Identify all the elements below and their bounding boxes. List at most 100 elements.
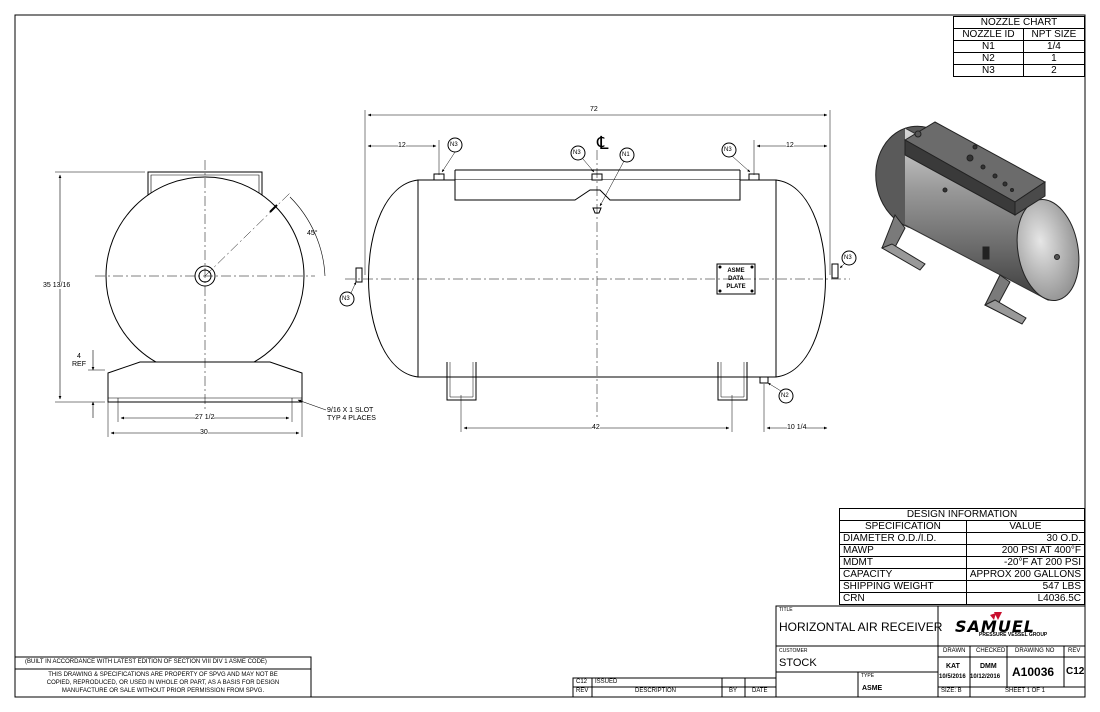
spec-label: DIAMETER O.D./I.D. [839, 532, 967, 545]
compressor-bracket [454, 180, 741, 201]
iso-asme-plate [982, 246, 990, 260]
revision-header-rev: REV [576, 688, 589, 694]
callout-n2: N2 [781, 393, 789, 399]
dim-right-offset: 12 [786, 142, 794, 149]
revision-rev: C12 [576, 679, 588, 685]
nozzle-n3-left [355, 267, 363, 283]
spec-value: 200 PSI AT 400°F [965, 544, 1086, 557]
spec-label: MDMT [839, 556, 967, 569]
callout-n3-b: N3 [573, 150, 581, 156]
dim-saddle-spacing: 42 [592, 424, 600, 431]
dim-angle: 45° [307, 230, 318, 237]
revision-header-by: BY [729, 688, 738, 694]
company-logo-text: SAMUEL [955, 617, 1035, 636]
dim-ref: 4 [77, 353, 81, 360]
type-value: ASME [862, 685, 883, 692]
side-view-right-head [775, 179, 826, 378]
spec-value: -20°F AT 200 PSI [965, 556, 1086, 569]
centerline-symbol: ℄ [597, 133, 609, 154]
callout-bubble-n3-b [570, 145, 586, 161]
dim-ref-label: REF [72, 361, 86, 368]
design-info-header-spec: SPECIFICATION [839, 520, 967, 533]
title-label: TITLE [779, 607, 793, 613]
samuel-logo-mark [990, 612, 1002, 620]
spec-label: CRN [839, 592, 967, 605]
nozzle-n1 [592, 207, 602, 214]
callout-bubble-n3-c [721, 142, 737, 158]
callout-bubble-n3-d [841, 250, 857, 266]
nozzle-chart-title: NOZZLE CHART [953, 16, 1085, 29]
asme-data-plate: ASME DATA PLATE [722, 267, 750, 291]
side-view-left-head [368, 179, 419, 378]
checked-label: CHECKED [976, 648, 1006, 654]
callout-bubble-n1 [619, 147, 635, 163]
design-information-table: DESIGN INFORMATION SPECIFICATION VALUE D… [839, 508, 1086, 605]
nozzle-chart-header-size: NPT SIZE [1022, 28, 1086, 41]
end-view [55, 160, 327, 437]
customer-value: STOCK [779, 657, 817, 669]
dim-slot-spacing: 27 1/2 [195, 414, 215, 421]
nozzle-row-id: N2 [953, 52, 1024, 65]
sheet-size: SIZE: B [941, 688, 962, 694]
flame-icon [994, 612, 1002, 620]
nozzle-row-size: 1 [1022, 52, 1086, 65]
side-view [339, 110, 857, 432]
checked-by: DMM [980, 663, 997, 670]
drawing-title: HORIZONTAL AIR RECEIVER [779, 620, 943, 634]
property-note-line: COPIED, REPRODUCED, OR USED IN WHOLE OR … [46, 680, 280, 686]
callout-n3-e: N3 [342, 296, 350, 302]
asme-plate-line: PLATE [726, 284, 746, 290]
design-info-title: DESIGN INFORMATION [839, 508, 1085, 521]
saddle-right [717, 362, 748, 401]
sheet-border [14, 14, 1086, 698]
dim-overall-length: 72 [590, 106, 598, 113]
revision-code: C12 [1066, 666, 1085, 677]
revision-header-description: DESCRIPTION [635, 688, 677, 694]
nozzle-row-id: N3 [953, 64, 1024, 77]
callout-n3-c: N3 [724, 147, 732, 153]
nozzle-row-id: N1 [953, 40, 1024, 53]
drawing-no-label: DRAWING NO [1015, 648, 1055, 654]
saddle-left [446, 362, 477, 401]
property-note-line: MANUFACTURE OR SALE WITHOUT PRIOR PERMIS… [61, 688, 265, 694]
asme-code-note: (BUILT IN ACCORDANCE WITH LATEST EDITION… [25, 659, 267, 665]
design-info-header-value: VALUE [965, 520, 1086, 533]
callout-n3-a: N3 [450, 142, 458, 148]
rev-label: REV [1068, 648, 1081, 654]
spec-value: APPROX 200 GALLONS [965, 568, 1086, 581]
slot-note-line2: TYP 4 PLACES [327, 415, 376, 422]
dim-saddle-offset: 10 1/4 [787, 424, 807, 431]
spec-label: SHIPPING WEIGHT [839, 580, 967, 593]
drawn-by: KAT [946, 663, 960, 670]
title-block-frame [14, 605, 1086, 698]
spec-label: MAWP [839, 544, 967, 557]
type-label: TYPE [861, 673, 875, 679]
company-subtitle: PRESSURE VESSEL GROUP [979, 632, 1048, 638]
property-note-line: THIS DRAWING & SPECIFICATIONS ARE PROPER… [48, 672, 278, 678]
slot-note-line1: 9/16 X 1 SLOT [327, 407, 374, 414]
revision-header-date: DATE [752, 688, 768, 694]
asme-plate-outline [716, 263, 756, 295]
nozzle-row-size: 1/4 [1022, 40, 1086, 53]
drawn-date: 10/5/2016 [939, 674, 966, 680]
nozzle-chart-header-id: NOZZLE ID [953, 28, 1024, 41]
revision-description: ISSUED [595, 679, 618, 685]
nozzle-row-size: 2 [1022, 64, 1086, 77]
property-note: THIS DRAWING & SPECIFICATIONS ARE PROPER… [15, 671, 311, 695]
callout-n1: N1 [622, 152, 630, 158]
dim-height: 35 13/16 [43, 282, 71, 289]
asme-plate-line: ASME [727, 268, 745, 274]
spec-value: L4036.5C [965, 592, 1086, 605]
customer-label: CUSTOMER [779, 648, 808, 654]
nozzle-n3-right [831, 263, 839, 279]
spec-value: 547 LBS [965, 580, 1086, 593]
spec-value: 30 O.D. [965, 532, 1086, 545]
callout-bubble-n3-e [339, 291, 355, 307]
isometric-view [875, 121, 1080, 325]
callout-bubble-n2 [778, 388, 794, 404]
spec-label: CAPACITY [839, 568, 967, 581]
dim-base-width: 30 [200, 429, 208, 436]
